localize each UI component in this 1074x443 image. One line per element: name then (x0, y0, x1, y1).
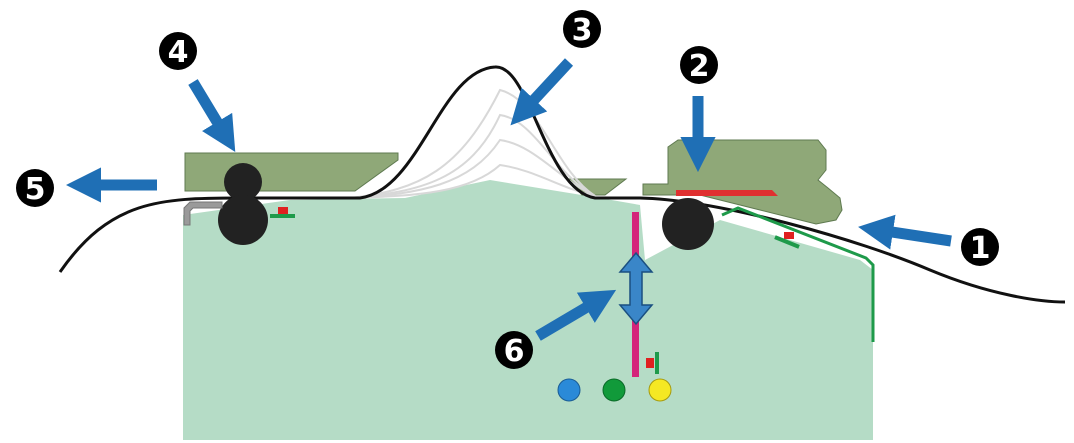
callout-4-badge: 4 (159, 32, 197, 70)
svg-text:5: 5 (25, 172, 46, 207)
svg-text:1: 1 (970, 231, 991, 266)
svg-text:4: 4 (168, 35, 189, 70)
feed-roller (662, 198, 714, 250)
exit-roller-top (224, 163, 262, 201)
arrow-icon-pusher (535, 289, 617, 341)
exit-roller-bottom (218, 195, 268, 245)
svg-text:6: 6 (504, 334, 525, 369)
pusher-motion-arrow (618, 251, 654, 326)
tray-sensor-red (784, 232, 794, 239)
arrow-icon-roller (188, 79, 236, 153)
callout-2-badge: 2 (680, 46, 718, 84)
upper-left-guide (184, 152, 399, 192)
callout-6-badge: 6 (495, 331, 533, 369)
lamp-blue-icon (557, 378, 581, 402)
arrow-icon-buckle (510, 58, 574, 126)
pusher-sensor-base (655, 352, 659, 374)
exit-sensor-base (270, 214, 295, 218)
callout-5-badge: 5 (16, 169, 54, 207)
input-tray-guide (721, 206, 875, 342)
feed-pad (676, 190, 778, 196)
tray-sensor-base (774, 235, 800, 249)
svg-text:3: 3 (572, 13, 593, 48)
lamp-yellow-icon (648, 378, 672, 402)
exit-sensor-red (278, 207, 288, 214)
svg-text:2: 2 (689, 49, 710, 84)
callout-3-badge: 3 (563, 10, 601, 48)
paper-buckle-lines (349, 88, 596, 199)
arrow-icon-in (858, 214, 952, 250)
lamp-green-icon (602, 378, 626, 402)
pusher-sensor-red (646, 358, 654, 368)
middle-guide (566, 178, 628, 196)
callout-1-badge: 1 (961, 228, 999, 266)
exit-guide (183, 201, 223, 226)
